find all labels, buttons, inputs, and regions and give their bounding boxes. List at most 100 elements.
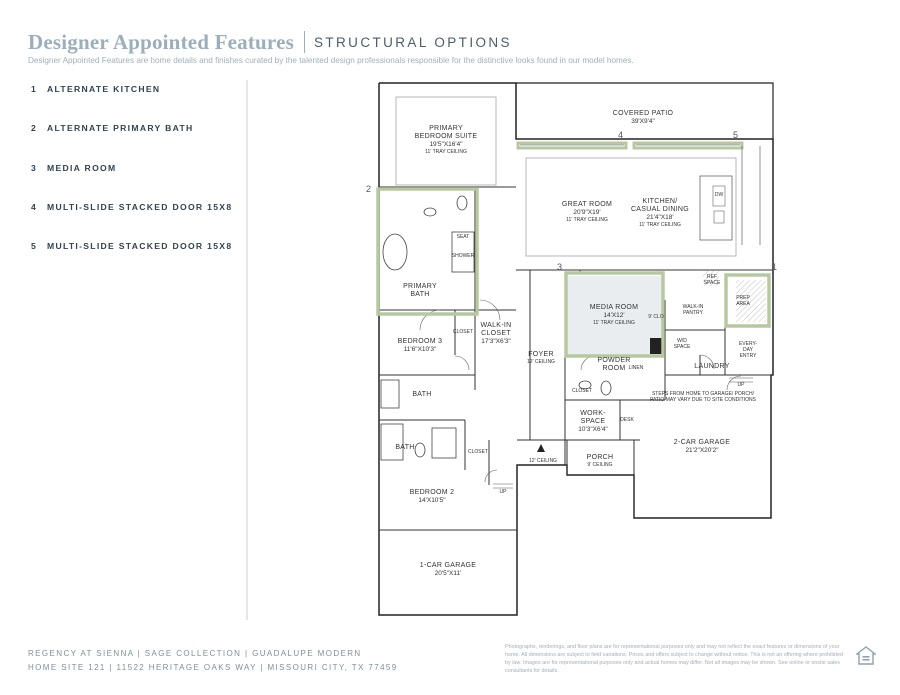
primary-suite-label: PRIMARY <box>429 125 463 132</box>
option-label: MULTI-SLIDE STACKED DOOR 15X8 <box>47 202 233 212</box>
option-number: 1 <box>31 84 38 94</box>
option-label: ALTERNATE KITCHEN <box>47 84 161 94</box>
media-room-dims: 14'X12' <box>603 312 624 319</box>
kitchen-label: KITCHEN/ <box>642 198 677 205</box>
option-number: 5 <box>31 241 38 251</box>
wd-space-label: W/D <box>677 338 687 344</box>
tag-3: 3 <box>557 262 562 272</box>
workspace-dims: 10'3"X6'4" <box>578 426 608 433</box>
ref-space-label-2: SPACE <box>704 280 721 286</box>
page-subtitle: STRUCTURAL OPTIONS <box>313 34 512 50</box>
media-room-fixture <box>650 338 662 354</box>
option-label: MEDIA ROOM <box>47 163 117 173</box>
pantry-label-2: PANTRY <box>683 310 703 316</box>
bedroom2-label: BEDROOM 2 <box>410 489 455 496</box>
bedroom3-label: BEDROOM 3 <box>398 338 443 345</box>
everyday-entry-label-3: ENTRY <box>740 353 758 359</box>
entry-steps <box>493 377 753 489</box>
porch-ceiling: 9' CEILING <box>587 462 612 468</box>
walkin-closet-label-2: CLOSET <box>481 330 511 337</box>
two-car-garage-label: 2-CAR GARAGE <box>674 439 731 446</box>
kitchen-label-2: CASUAL DINING <box>631 206 689 213</box>
media-room-ceiling: 11' TRAY CEILING <box>593 320 635 326</box>
option-item: 3 MEDIA ROOM <box>31 163 117 173</box>
foyer-ceiling: 12' CEILING <box>527 359 555 365</box>
option-label: MULTI-SLIDE STACKED DOOR 15X8 <box>47 241 233 251</box>
bath-upper-label: BATH <box>412 391 431 398</box>
entry-arrow <box>537 444 545 452</box>
title-divider <box>303 31 305 53</box>
kitchen-island <box>699 146 761 245</box>
option-item: 1 ALTERNATE KITCHEN <box>31 84 160 94</box>
media-room-label: MEDIA ROOM <box>590 304 639 311</box>
everyday-entry-label-2: DAY <box>743 347 754 353</box>
bedroom3-dims: 11'6"X10'3" <box>404 346 437 353</box>
tag-1: 1 <box>772 262 777 272</box>
floor-plan-drawing: 2 3 4 5 1 COVERED PATIO 39'X9'4" PRIMARY… <box>366 82 777 616</box>
prep-area-counter <box>736 280 766 322</box>
steps-note-2: PATIO MAY VARY DUE TO SITE CONDITIONS <box>650 397 757 403</box>
walkin-closet-dims: 17'3"X6'3" <box>481 338 511 345</box>
highlight-primary-bath <box>376 187 479 316</box>
foyer-label: FOYER <box>528 351 554 358</box>
covered-patio-dims: 39'X9'4" <box>631 118 655 125</box>
one-car-garage-label: 1-CAR GARAGE <box>420 562 477 569</box>
column-divider <box>246 80 248 620</box>
bedroom2-dims: 14'X10'5" <box>418 497 446 504</box>
tag-5: 5 <box>733 130 738 140</box>
interior-walls <box>379 186 773 531</box>
media-room-fill <box>567 276 664 356</box>
workspace-label: WORK- <box>580 410 606 417</box>
highlight-kitchen <box>724 273 771 328</box>
bath-lower-label: BATH <box>395 444 414 451</box>
walkin-closet-label: WALK-IN <box>480 322 511 329</box>
primary-bath-label: PRIMARY <box>403 283 437 290</box>
primary-suite-dims: 19'5"X16'4" <box>429 141 463 148</box>
prep-area-label-2: AREA <box>736 301 750 307</box>
everyday-entry-label: EVERY- <box>739 341 757 347</box>
prep-area-label: PREP <box>736 295 750 301</box>
powder-room-label-2: ROOM <box>603 365 626 372</box>
up-label-2: UP <box>500 489 508 495</box>
option-highlights <box>376 187 771 358</box>
primary-suite-label-2: BEDROOM SUITE <box>415 133 478 140</box>
pantry-label: WALK-IN <box>683 304 704 310</box>
linen-label: LINEN <box>629 365 644 371</box>
page-header: Designer Appointed Features STRUCTURAL O… <box>28 29 512 55</box>
option-number: 3 <box>31 163 38 173</box>
great-room-dims: 20'9"X19' <box>573 209 600 216</box>
page-title: Designer Appointed Features <box>28 29 294 54</box>
option-label: ALTERNATE PRIMARY BATH <box>47 123 194 133</box>
stacked-doors <box>516 141 744 150</box>
equal-housing-icon <box>856 646 876 665</box>
one-car-garage-dims: 20'5"X11' <box>435 570 462 577</box>
option-item: 5 MULTI-SLIDE STACKED DOOR 15X8 <box>31 241 232 251</box>
laundry-label: LAUNDRY <box>694 363 729 370</box>
ref-space-label: REF <box>707 274 717 280</box>
highlight-media-room <box>564 271 665 358</box>
ref-space-hatch <box>703 270 719 286</box>
desk-label: DESK <box>620 417 634 423</box>
covered-patio-label: COVERED PATIO <box>613 110 674 117</box>
workspace-label-2: SPACE <box>581 418 606 425</box>
steps-note-1: STEPS FROM HOME TO GARAGE/ PORCH/ <box>652 391 755 397</box>
floor-plan: 2 3 4 5 1 COVERED PATIO 39'X9'4" PRIMARY… <box>250 75 790 625</box>
option-item: 2 ALTERNATE PRIMARY BATH <box>31 123 194 133</box>
dw-label: DW <box>715 192 724 198</box>
kitchen-ceiling: 11' TRAY CEILING <box>639 222 681 228</box>
tag-2: 2 <box>366 184 371 194</box>
option-item: 4 MULTI-SLIDE STACKED DOOR 15X8 <box>31 202 232 212</box>
two-car-garage-dims: 21'2"X20'2" <box>685 447 719 454</box>
up-label-1: UP <box>738 382 746 388</box>
fixtures <box>380 195 612 461</box>
kitchen-dims: 21'4"X18' <box>646 214 673 221</box>
legal-disclaimer: Photographs, renderings, and floor plans… <box>505 644 844 674</box>
powder-room-label: POWDER <box>597 357 630 364</box>
seat-label: SEAT <box>457 234 470 240</box>
option-number: 4 <box>31 202 38 212</box>
primary-suite-ceiling: 11' TRAY CEILING <box>425 149 467 155</box>
shower-label: SHOWER <box>452 253 475 259</box>
great-room-ceiling: 11' TRAY CEILING <box>566 217 608 223</box>
wd-space-label-2: SPACE <box>674 344 691 350</box>
closet-label: CLOSET <box>572 388 592 394</box>
